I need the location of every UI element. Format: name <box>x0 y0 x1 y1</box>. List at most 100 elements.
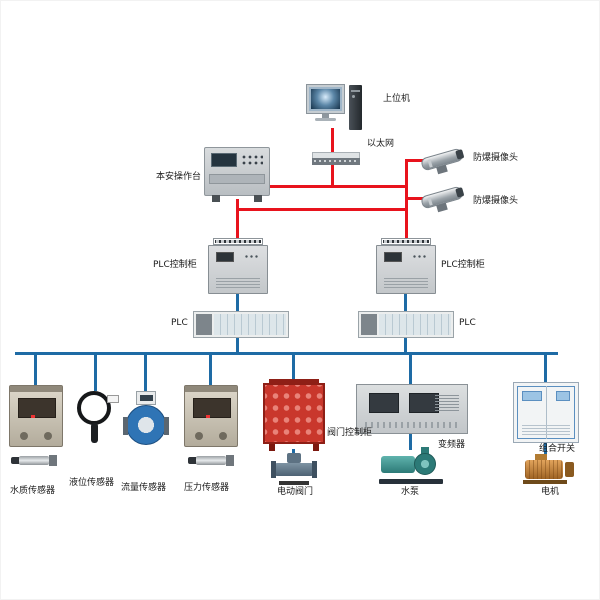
link-right-cabinet-to-plc <box>404 294 407 311</box>
pump-base <box>379 479 443 484</box>
pump-volute <box>414 453 436 475</box>
inverter-cabinet <box>356 384 468 434</box>
label-water-quality-sensor: 水质传感器 <box>10 486 56 496</box>
label-combination-switch: 组合开关 <box>539 444 576 454</box>
valve-body <box>274 463 314 476</box>
probe-nut <box>49 455 57 466</box>
console-screen <box>211 153 237 167</box>
monitor-glass <box>311 89 340 109</box>
label-flow-sensor: 流量传感器 <box>121 483 167 493</box>
camera-ring <box>427 197 433 206</box>
label-plc-right: PLC <box>459 318 476 328</box>
cabinet-vent <box>216 276 260 288</box>
drop-pressure-sensor <box>209 354 212 385</box>
cabinet-indicators <box>244 254 260 260</box>
rack-io-modules <box>214 314 286 335</box>
host-computer <box>306 84 365 133</box>
pump-motor <box>381 456 415 473</box>
link-camera1-branch <box>405 159 427 162</box>
sensor-led <box>206 415 210 418</box>
pump-outlet <box>421 447 429 454</box>
label-plc-left: PLC <box>171 318 188 328</box>
inverter-vent <box>435 395 459 411</box>
cabinet-vent <box>384 276 428 288</box>
ethernet-switch <box>312 152 360 165</box>
probe-tip <box>188 457 197 464</box>
sensor-knob-right <box>44 432 52 440</box>
motor-body <box>525 460 563 479</box>
label-camera1: 防爆摄像头 <box>473 153 519 163</box>
monitor-screen <box>306 84 345 114</box>
console-body <box>204 147 270 196</box>
flowmeter-flange-right <box>164 417 169 435</box>
cabinet-display <box>216 252 234 262</box>
drop-valve-cabinet <box>292 354 295 379</box>
label-inverter: 变频器 <box>438 440 466 450</box>
drop-combination-switch <box>544 354 547 383</box>
monitor-base <box>315 118 336 121</box>
drop-water-quality-sensor <box>34 354 37 385</box>
valve-cabinet-leg-left <box>269 444 275 451</box>
valve-cabinet-leg-right <box>313 444 319 451</box>
field-bus <box>15 352 558 355</box>
camera-mount <box>436 202 448 213</box>
label-valve-cabinet: 阀门控制柜 <box>327 428 373 438</box>
cabinet-display <box>384 252 402 262</box>
switch-cabinet-window-right <box>556 391 570 401</box>
camera-lens <box>455 149 465 160</box>
water-pump-device <box>379 447 443 484</box>
label-plc-cabinet-left: PLC控制柜 <box>153 260 197 270</box>
link-switch-to-motor <box>544 443 547 455</box>
link-console-backbone-upper <box>267 185 408 188</box>
label-pressure-sensor: 压力传感器 <box>184 483 230 493</box>
label-camera2: 防爆摄像头 <box>473 196 519 206</box>
motor-device <box>519 454 577 484</box>
monitor-stand <box>322 114 329 118</box>
label-electric-valve: 电动阀门 <box>277 487 314 497</box>
rack-power-module <box>196 314 212 335</box>
rack-body <box>358 311 454 338</box>
water-quality-sensor-box <box>9 385 63 447</box>
inverter-strip <box>365 422 459 428</box>
switch-cabinet-vent <box>522 425 570 435</box>
intrinsically-safe-console <box>204 147 270 202</box>
pressure-sensor-box <box>184 385 238 447</box>
sensor-housing-top <box>10 386 62 392</box>
cabinet-body <box>376 245 436 294</box>
probe-body <box>196 456 226 465</box>
sensor-housing-top <box>185 386 237 392</box>
motor-end-cap <box>565 462 574 477</box>
link-left-cabinet-to-plc <box>236 294 239 311</box>
cabinet-indicators <box>412 254 428 260</box>
switch-port-panel <box>312 158 360 165</box>
level-sensor-device <box>73 389 119 445</box>
label-ethernet: 以太网 <box>367 139 395 149</box>
pressure-probe <box>188 453 236 467</box>
probe-body <box>19 456 49 465</box>
camera-lens <box>455 187 465 198</box>
link-valve-cabinet-to-valve <box>292 449 295 455</box>
camera-mount <box>436 164 448 175</box>
flowmeter-flange-left <box>123 417 128 435</box>
motor-feet <box>523 480 567 484</box>
inverter-body <box>356 384 468 434</box>
plc-control-cabinet-left <box>208 238 268 294</box>
link-inverter-to-pump <box>409 433 412 450</box>
label-water-pump: 水泵 <box>401 487 420 497</box>
flowmeter-head <box>136 391 156 405</box>
water-quality-probe <box>11 453 59 467</box>
valve-base <box>279 481 309 485</box>
rack-io-modules <box>379 314 451 335</box>
valve-flange-left <box>271 461 276 478</box>
valve-actuator <box>287 453 301 463</box>
pc-tower <box>349 85 362 130</box>
plc-rack-left <box>193 311 289 338</box>
flowmeter-screen <box>140 395 153 401</box>
link-left-plc-to-bus <box>236 337 239 354</box>
label-level-sensor: 液位传感器 <box>69 478 115 488</box>
sensor-knob-right <box>219 432 227 440</box>
valve-flange-right <box>312 461 317 478</box>
sensor-housing <box>9 385 63 447</box>
probe-nut <box>226 455 234 466</box>
